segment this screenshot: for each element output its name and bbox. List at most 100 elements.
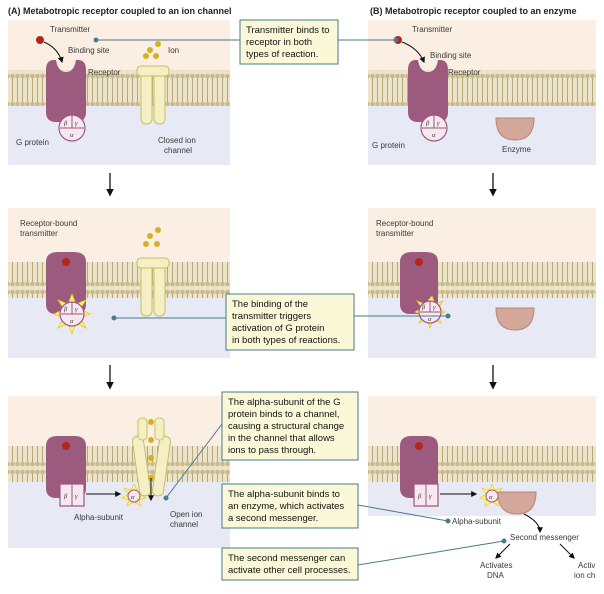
alpha-label: α [131,494,135,501]
gamma-label: γ [433,304,436,311]
panel-b2: β γ α Receptor-bound transmitter [368,208,596,358]
enzyme [495,307,535,331]
transmitter [36,36,44,44]
label-g-protein: G protein [372,141,405,150]
enzyme [495,117,535,141]
panel-b3: β γ α Alpha-subunit Second messenger Act… [368,396,596,580]
alpha-label: α [70,132,74,139]
note-1-line-3: types of reaction. [246,49,318,60]
g-protein: β γ α [58,114,86,142]
closed-ion-channel [136,257,170,317]
note-5-line-1: The second messenger can [228,553,345,564]
panel-b1: β γ α Transmitter Binding site Receptor … [368,20,596,165]
alpha-label: α [432,132,436,139]
receptor-bound-transmitter [62,258,70,266]
note-5: The second messenger can activate other … [221,547,359,581]
header-b: (B) Metabotropic receptor coupled to an … [370,6,577,16]
label-alpha-subunit: Alpha-subunit [452,517,502,526]
label-ion: Ion [168,46,179,55]
note-3: The alpha-subunit of the G protein binds… [221,391,359,461]
alpha-label: α [428,316,432,323]
note-4: The alpha-subunit binds to an enzyme, wh… [221,483,359,529]
cell-membrane [8,262,230,298]
receptor [46,436,86,498]
gamma-label: γ [429,493,432,500]
label-open-channel-1: Open ion [170,510,202,519]
panel-a3: β γ α Alpha-subunit Open ion channel [8,396,230,548]
label-receptor: Receptor [88,68,121,77]
messenger-arrow-ion [559,543,575,559]
cell-membrane [368,70,596,106]
label-receptor-bound-2: transmitter [376,229,414,238]
beta-label: β [63,120,68,127]
receptor [400,252,438,314]
label-activates-ion-2: ion ch [574,571,595,580]
label-activates-dna-2: DNA [487,571,505,580]
transmitter-arrow [401,41,425,64]
note-1: Transmitter binds to receptor in both ty… [239,19,339,65]
label-open-channel-2: channel [170,520,198,529]
receptor-bound-transmitter [62,442,70,450]
note-2: The binding of the transmitter triggers … [225,293,355,351]
open-ion-channel [132,417,171,497]
panel-a1: β γ α Transmitter Binding site Ion Recep… [8,20,230,165]
receptor-bound-transmitter [415,442,423,450]
g-protein: β γ α [59,301,85,327]
note-1-line-1: Transmitter binds to [246,25,330,36]
label-transmitter: Transmitter [50,25,90,34]
g-protein-beta-gamma: β γ [413,483,439,507]
note-5-line-2: activate other cell processes. [228,565,351,576]
g-protein: β γ α [420,114,448,142]
note-2-line-1: The binding of the [232,299,308,310]
cell-membrane [8,446,230,482]
note-2-line-2: transmitter triggers [232,311,311,322]
beta-label: β [63,493,68,500]
g-protein: β γ α [418,300,442,324]
label-receptor-bound-1: Receptor-bound [20,219,77,228]
gamma-label: γ [437,120,440,127]
gamma-label: γ [75,120,78,127]
note-3-line-5: ions to pass through. [228,445,316,456]
label-closed-channel-2: channel [164,146,192,155]
note-3-line-4: in the channel that allows [228,433,335,444]
note-3-line-1: The alpha-subunit of the G [228,397,341,408]
label-binding-site: Binding site [68,46,110,55]
messenger-arrow-dna [495,543,511,559]
note-2-line-3: activation of G protein [232,323,324,334]
note-3-line-2: protein binds to a channel, [228,409,339,420]
label-g-protein: G protein [16,138,49,147]
alpha-label: α [489,494,493,501]
intracellular-region [8,104,230,165]
note-1-line-2: receptor in both [246,37,312,48]
note-2-line-4: in both types of reactions. [232,335,340,346]
receptor-bound-transmitter [415,258,423,266]
label-receptor-bound-2: transmitter [20,229,58,238]
note-4-line-2: an enzyme, which activates [228,501,344,512]
ions [143,227,161,247]
panel-a2: β γ α Receptor-bound transmitter [8,208,230,358]
note-4-line-3: a second messenger. [228,513,318,524]
label-activates-ion-1: Activ [578,561,595,570]
beta-label: β [63,306,68,313]
g-protein-beta-gamma: β γ [59,483,85,507]
label-receptor: Receptor [448,68,481,77]
label-alpha-subunit: Alpha-subunit [74,513,124,522]
gamma-label: γ [75,493,78,500]
leader-lines [93,37,507,566]
receptor [400,436,438,498]
enzyme [497,491,537,515]
label-second-messenger: Second messenger [510,533,579,542]
alpha-label: α [70,318,74,325]
label-enzyme: Enzyme [502,145,531,154]
receptor [408,60,448,122]
closed-ion-channel [136,65,170,125]
header-a: (A) Metabotropic receptor coupled to an … [8,6,232,16]
intracellular-region [368,104,596,165]
beta-label: β [417,493,422,500]
beta-label: β [425,120,430,127]
note-4-line-1: The alpha-subunit binds to [228,489,340,500]
receptor [46,60,86,122]
label-binding-site: Binding site [430,51,472,60]
cell-membrane [8,70,230,106]
